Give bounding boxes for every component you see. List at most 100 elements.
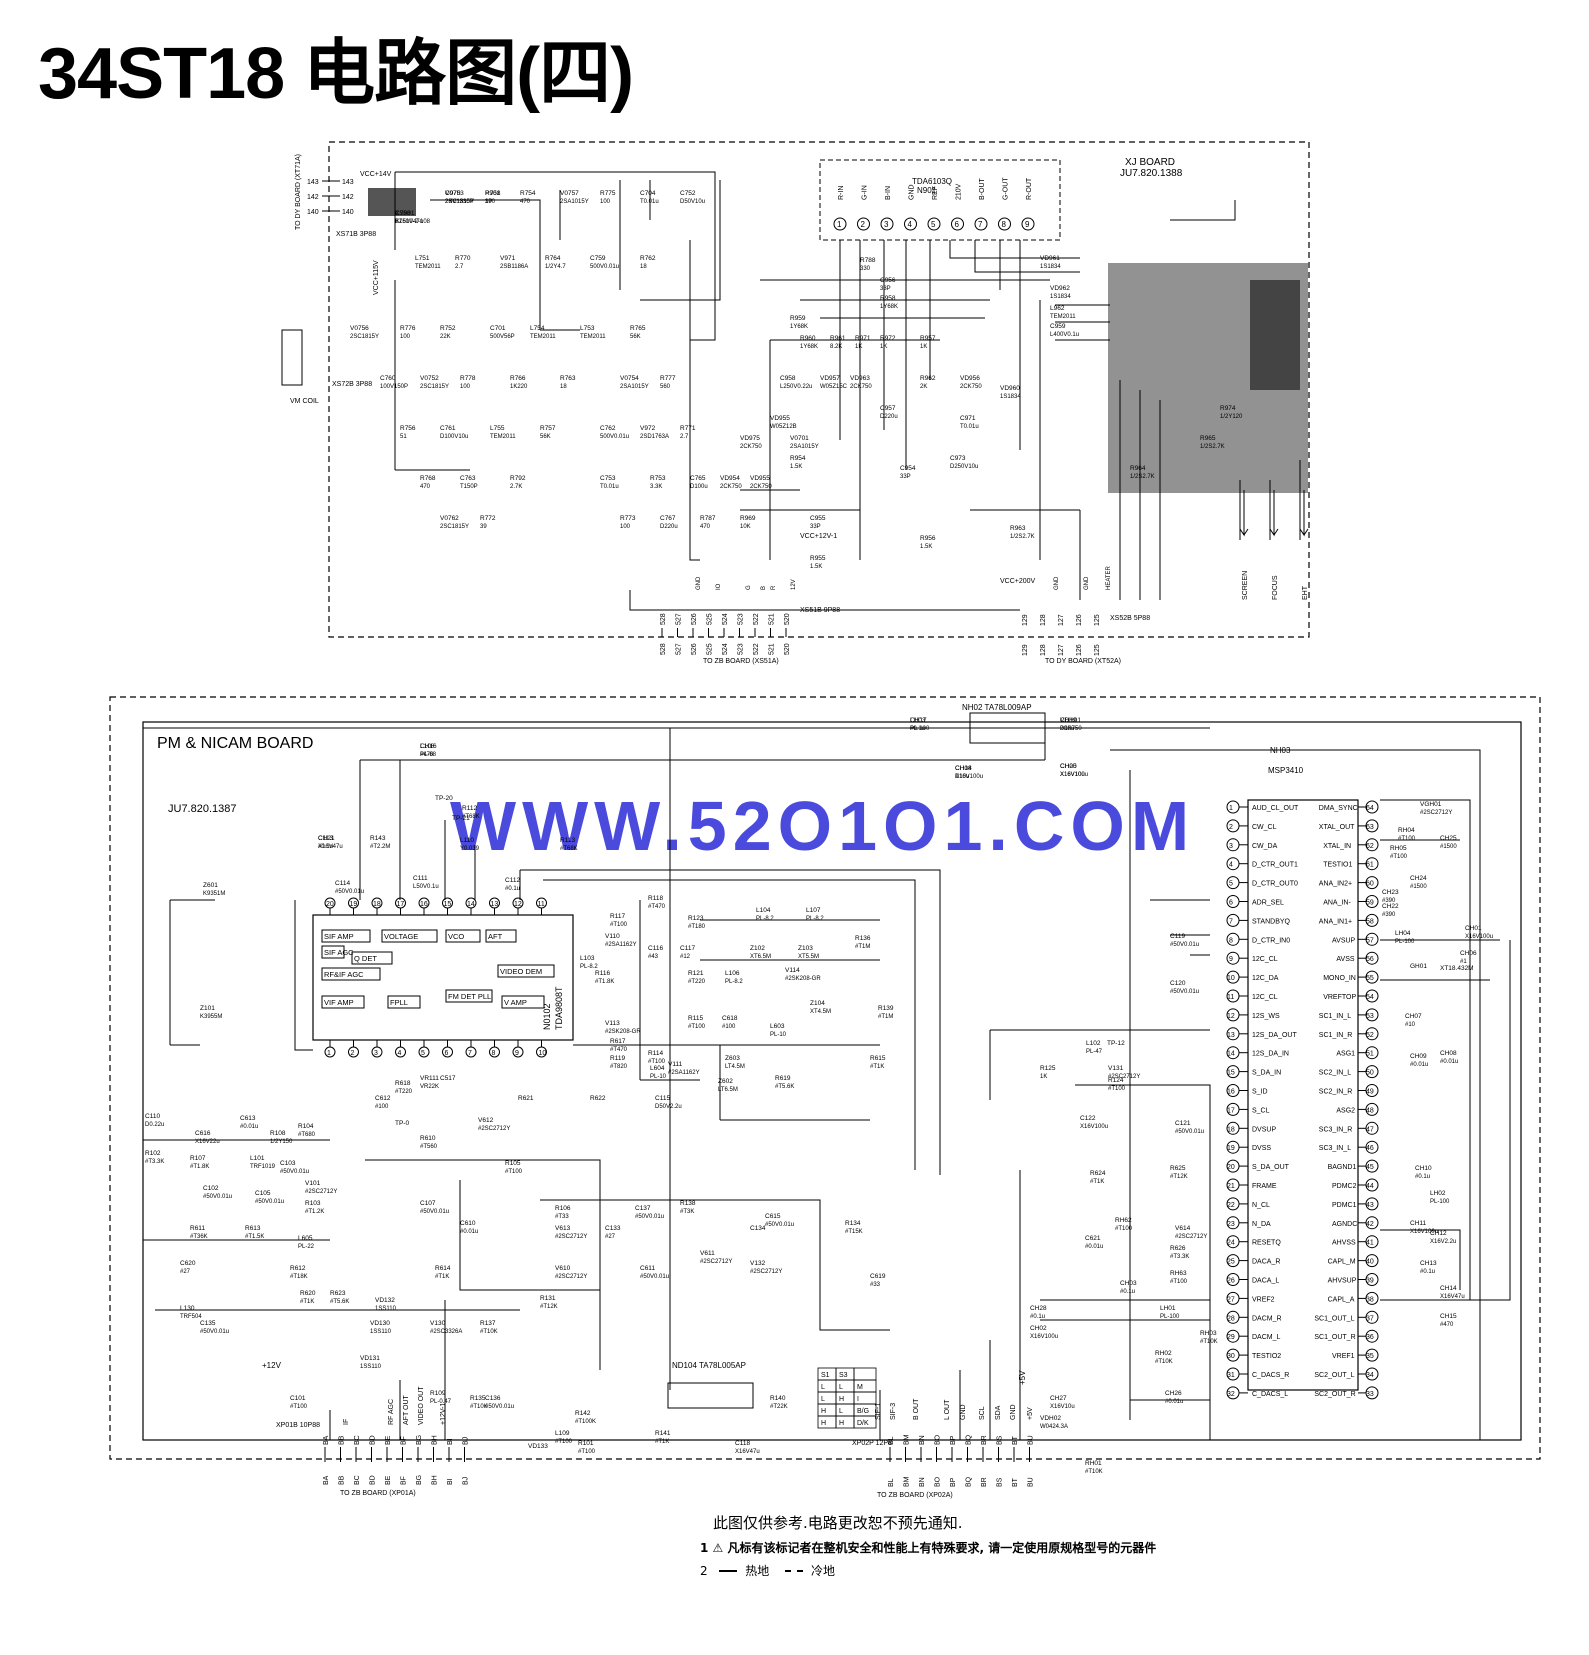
xj-component-ref: C957	[880, 405, 896, 412]
pm-component-ref: C613	[240, 1115, 256, 1122]
msp-right-pin-name: SC2_IN_R	[1319, 1089, 1352, 1096]
pm-component-ref: LH04	[1395, 930, 1411, 937]
xp01-pin-upper: BE	[385, 1435, 392, 1445]
note-line1: 此图仅供参考.电路更改恕不预先通知.	[713, 1514, 963, 1532]
xj-ic-pin-number: 6	[955, 220, 960, 229]
xj-component-ref: R773	[620, 515, 636, 522]
xj-component-value: 39	[480, 524, 487, 530]
vm-coil-label: VM COIL	[290, 398, 319, 405]
xp02-pin-lower: BL	[888, 1478, 895, 1487]
pm-component-value: 1SS110	[360, 1364, 382, 1370]
pm-component-ref: V131	[1108, 1065, 1124, 1072]
msp-left-pin-name: N_DA	[1252, 1221, 1271, 1228]
xj-component-value: 330	[860, 266, 871, 272]
xj-ic-pin-number: 2	[861, 220, 866, 229]
pm-component-value: PL-100	[910, 726, 930, 732]
xj-bottom-pin-upper: 523	[738, 613, 745, 625]
pm-component-value: XT4.5M	[810, 1009, 831, 1015]
pm-component-value: D10u	[1060, 726, 1074, 732]
pm-component-ref: V114	[785, 967, 800, 974]
pm-component-ref: V612	[478, 1117, 494, 1124]
xj-component-value: 100	[400, 334, 411, 340]
pm-component-value: X16V100u	[1465, 934, 1493, 940]
pm-component-ref: R131	[540, 1295, 556, 1302]
pm-component-value: #12	[680, 954, 691, 960]
xj-component-ref: R974	[1220, 405, 1236, 412]
xp01b-label: XP01B 10P88	[276, 1422, 320, 1429]
vcc115-label: VCC+115V	[373, 260, 380, 295]
xj-component-value: 33P	[880, 286, 891, 292]
pm-component-ref: LH01	[1160, 1305, 1176, 1312]
xj-component-value: 1/2S2.7K	[1010, 534, 1035, 540]
pm-ic-bottom-pin-number: 6	[445, 1050, 449, 1057]
vcc200-label: VCC+200V	[1000, 578, 1036, 585]
pm-ic-bottom-pin-number: 7	[468, 1050, 472, 1057]
msp-left-pin-name: D_CTR_IN0	[1252, 937, 1290, 944]
pm-component-value: #T1M	[878, 1014, 893, 1020]
pm-component-value: #T10K	[1085, 1469, 1103, 1475]
pm-component-ref: R105	[505, 1160, 521, 1167]
pm-component-ref: R621	[518, 1095, 534, 1102]
msp-right-pin-name: DMA_SYNC	[1319, 805, 1358, 812]
pm-component-value: #T1.2K	[305, 1209, 324, 1215]
pm-ic-block	[321, 945, 345, 959]
xp02-pin-name: SDA	[995, 1405, 1002, 1420]
xj-bottom-pin-upper: 520	[784, 613, 791, 625]
xj-component-value: 2SC1815Y	[445, 199, 474, 205]
pm-component-ref: Z102	[750, 945, 765, 952]
xj-component-ref: R776	[400, 325, 416, 332]
xj-bottom-pin-lower: 524	[722, 643, 729, 655]
xj-bottom-pin-lower: 520	[784, 643, 791, 655]
xj-board-part: JU7.820.1388	[1120, 168, 1183, 179]
msp-left-pin-number: 18	[1227, 1126, 1235, 1133]
pm-component-ref: CH14	[1440, 1285, 1457, 1292]
pm-component-value: #0.1u	[1420, 1269, 1435, 1275]
xj-dy-pin-lower: 125	[1094, 644, 1101, 656]
pm-component-ref: C119	[1170, 933, 1185, 940]
msp-right-pin-number: 60	[1366, 881, 1374, 888]
pm-component-ref: R117	[610, 913, 625, 920]
xj-component-ref: R763	[560, 375, 576, 382]
pm-component-ref: C115	[655, 1095, 670, 1102]
pm-ic-bottom-pin-number: 3	[374, 1050, 378, 1057]
xp01-pin-lower: BI	[447, 1478, 454, 1485]
xj-dy-pin-upper: 127	[1058, 614, 1065, 626]
pm-component-ref: C517	[440, 1075, 456, 1082]
xj-component-ref: V0756	[350, 325, 369, 332]
xj-component-value: 470	[700, 524, 711, 530]
pm-component-ref: L104	[756, 907, 771, 914]
pm-component-ref: R119	[610, 1055, 625, 1062]
shaded-heatsink	[368, 188, 416, 216]
pm-component-ref: R626	[1170, 1245, 1186, 1252]
msp-left-pin-number: 32	[1227, 1391, 1235, 1398]
note-line3-hot: 热地	[745, 1564, 770, 1578]
xj-component-value: L400V0.1u	[1050, 332, 1079, 338]
pm-component-ref: R624	[1090, 1170, 1106, 1177]
msp-right-pin-number: 41	[1366, 1240, 1374, 1247]
pm-component-ref: L103	[580, 955, 595, 962]
pm-component-ref: R114	[648, 1050, 663, 1057]
pm-component-value: #2SC2712Y	[1108, 1074, 1140, 1080]
msp-right-pin-number: 59	[1366, 900, 1374, 907]
pm-component-ref: LH03	[910, 717, 926, 724]
pm-component-value: X16V47u	[735, 1449, 760, 1455]
xp02-pin-lower: BR	[981, 1477, 988, 1487]
msp-left-pin-number: 11	[1227, 994, 1234, 1001]
switch-table-cell-text: H	[839, 1420, 844, 1427]
xj-component-ref: V0754	[620, 375, 639, 382]
xp01-pin-upper: BC	[354, 1435, 361, 1445]
pm-ic-block-label: SIF AGC	[324, 948, 354, 957]
pm-component-value: #T68K	[462, 814, 480, 820]
xj-component-ref: L753	[580, 325, 595, 332]
pm-component-ref: CH13	[1420, 1260, 1437, 1267]
pm-component-value: #T180	[688, 924, 706, 930]
pm-component-ref: C135	[200, 1320, 216, 1327]
pm-component-ref: R121	[688, 970, 704, 977]
pm-component-ref: C620	[180, 1260, 196, 1267]
xp01-pin-lower: BF	[401, 1476, 408, 1485]
pm-component-value: X16V2.2u	[1430, 1239, 1456, 1245]
pm-component-ref: R138	[680, 1200, 696, 1207]
msp-left-pin-name: D_CTR_OUT0	[1252, 881, 1298, 888]
page-title: 34ST18 电路图(四)	[38, 34, 634, 114]
